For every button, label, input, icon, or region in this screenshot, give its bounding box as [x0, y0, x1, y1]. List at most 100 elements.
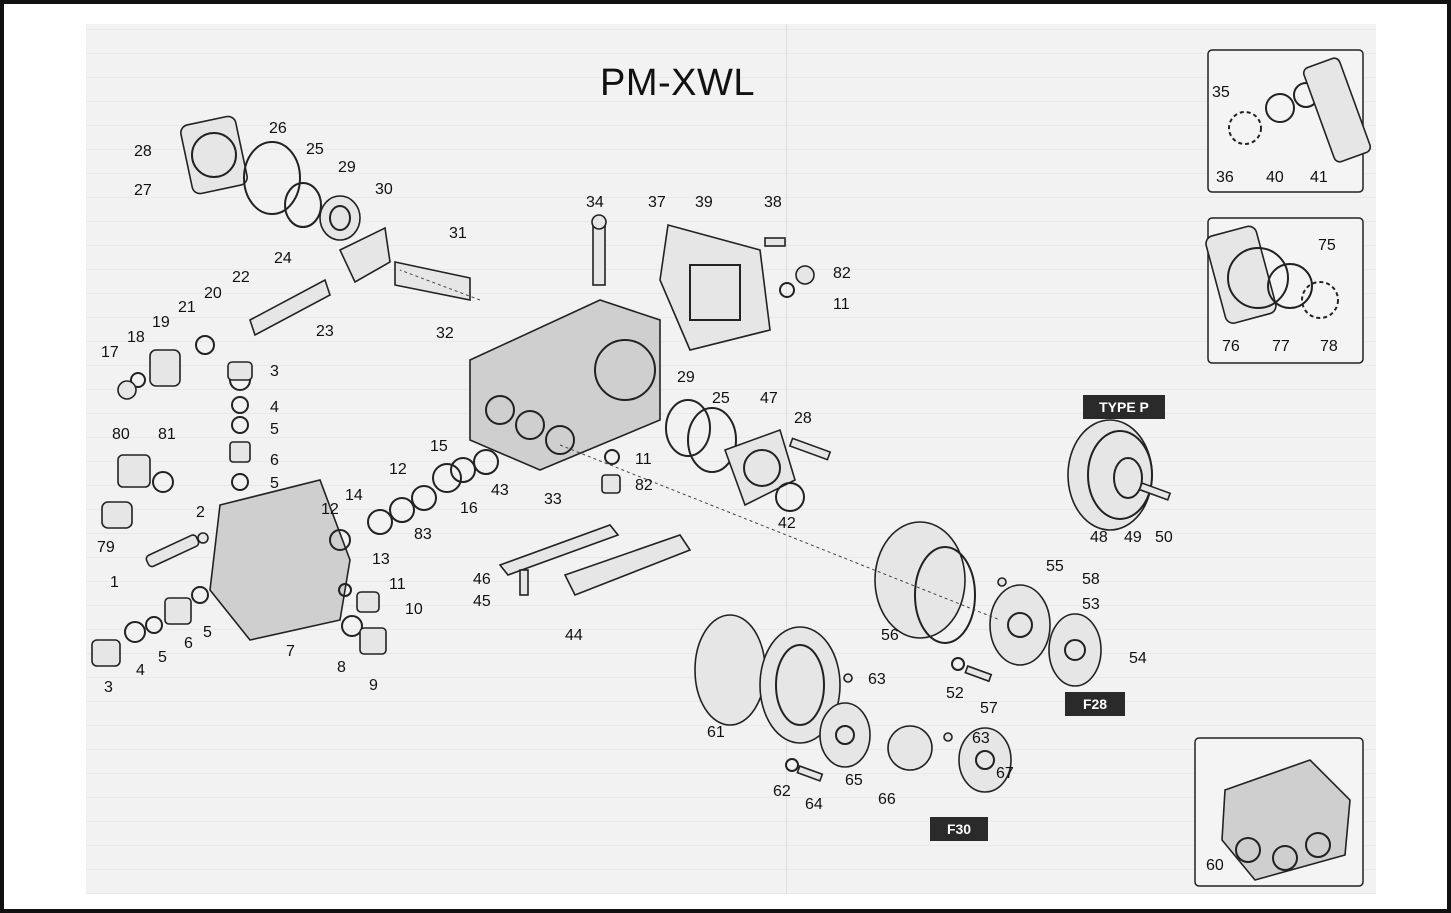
- part-label: 21: [178, 299, 196, 316]
- valve-oring: [191, 586, 209, 604]
- part-label: 62: [773, 783, 791, 800]
- oil-cap: [795, 265, 815, 285]
- part-label: 58: [1082, 571, 1100, 588]
- part-label: 80: [112, 426, 130, 443]
- valve-assembly: [164, 597, 192, 625]
- part-label: 19: [152, 314, 170, 331]
- svg-text:F28: F28: [1083, 696, 1107, 712]
- part-label: 16: [460, 500, 478, 517]
- part-label: 30: [375, 181, 393, 198]
- outlet-oring: [152, 471, 174, 493]
- part-label: 50: [1155, 529, 1173, 546]
- bolt-washer: [197, 532, 209, 544]
- rear-screw: [788, 437, 832, 461]
- rear-cover: [665, 399, 796, 507]
- part-label: 6: [270, 452, 279, 469]
- part-label: 12: [321, 501, 339, 518]
- part-label: 11: [635, 451, 652, 468]
- part-label: 83: [414, 526, 432, 543]
- mounting-rails: [498, 524, 692, 597]
- coupling-screw: [964, 665, 993, 683]
- f30-coupling: [819, 702, 1012, 793]
- part-label: 57: [980, 700, 998, 717]
- manifold-head: [209, 361, 351, 641]
- part-label: 35: [1212, 84, 1230, 101]
- part-label: 55: [1046, 558, 1064, 575]
- part-label: 76: [1222, 338, 1240, 355]
- part-label: 75: [1318, 237, 1336, 254]
- tag-f28: F28: [1065, 692, 1125, 716]
- part-label: 46: [473, 571, 491, 588]
- crankcase-cover: [180, 115, 248, 195]
- part-label: 9: [369, 677, 378, 694]
- part-label: 33: [544, 491, 562, 508]
- crank-axis-line: [399, 269, 481, 301]
- part-label: 28: [134, 143, 152, 160]
- set-screw: [997, 577, 1007, 587]
- part-label: 12: [389, 461, 407, 478]
- f28-flange: [874, 521, 976, 644]
- coupling-washer: [951, 657, 965, 671]
- part-label: 56: [881, 627, 899, 644]
- part-label: 36: [1216, 169, 1234, 186]
- part-label: 52: [946, 685, 964, 702]
- part-label: 6: [184, 635, 193, 652]
- outlet-fitting: [117, 454, 151, 488]
- f28-coupling: [989, 584, 1102, 687]
- bearing: [319, 195, 361, 241]
- inset-pulley-seal: [1205, 217, 1364, 364]
- plunger-nut: [117, 380, 137, 400]
- side-plug: [356, 591, 380, 613]
- oil-plug: [601, 474, 621, 494]
- part-label: 77: [1272, 338, 1290, 355]
- pump-crankcase: [469, 299, 661, 471]
- cover-oring: [284, 182, 322, 228]
- part-label: 45: [473, 593, 491, 610]
- rail-bolt: [519, 569, 529, 596]
- outlet-oring-b: [341, 615, 363, 637]
- svg-text:F30: F30: [947, 821, 971, 837]
- part-label: 38: [764, 194, 782, 211]
- small-oring: [338, 583, 352, 597]
- part-label: 42: [778, 515, 796, 532]
- dipstick: [592, 224, 606, 286]
- part-label: 79: [97, 539, 115, 556]
- outlet-plug: [359, 627, 387, 655]
- part-label: 24: [274, 250, 292, 267]
- part-label: 5: [203, 624, 212, 641]
- part-label: 20: [204, 285, 222, 302]
- part-label: 1: [110, 574, 119, 591]
- part-label: 41: [1310, 169, 1328, 186]
- part-label: 44: [565, 627, 583, 644]
- part-label: 82: [833, 265, 851, 282]
- part-label: 29: [338, 159, 356, 176]
- part-label: 4: [136, 662, 145, 679]
- part-label: 25: [712, 390, 730, 407]
- plunger-sleeve: [149, 349, 181, 387]
- inlet-oring-a: [124, 621, 146, 643]
- part-label: 54: [1129, 650, 1147, 667]
- part-label: 8: [337, 659, 346, 676]
- part-label: 22: [232, 269, 250, 286]
- part-label: 81: [158, 426, 176, 443]
- part-label: 3: [104, 679, 113, 696]
- cover-gasket: [243, 141, 301, 215]
- part-label: 78: [1320, 338, 1338, 355]
- part-label: 26: [269, 120, 287, 137]
- part-label: 61: [707, 724, 725, 741]
- part-label: 63: [868, 671, 886, 688]
- part-label: 65: [845, 772, 863, 789]
- part-label: 4: [270, 399, 279, 416]
- part-label: 23: [316, 323, 334, 340]
- part-label: 17: [101, 344, 119, 361]
- part-label: 11: [833, 296, 850, 313]
- seal-packing-stack: [329, 449, 499, 551]
- part-label: 37: [648, 194, 666, 211]
- part-label: 60: [1206, 857, 1224, 874]
- part-label: 28: [794, 410, 812, 427]
- part-label: 31: [449, 225, 467, 242]
- part-label: 11: [389, 576, 406, 593]
- diagram-title: PM-XWL: [600, 62, 755, 104]
- part-label: 2: [196, 504, 205, 521]
- part-label: 66: [878, 791, 896, 808]
